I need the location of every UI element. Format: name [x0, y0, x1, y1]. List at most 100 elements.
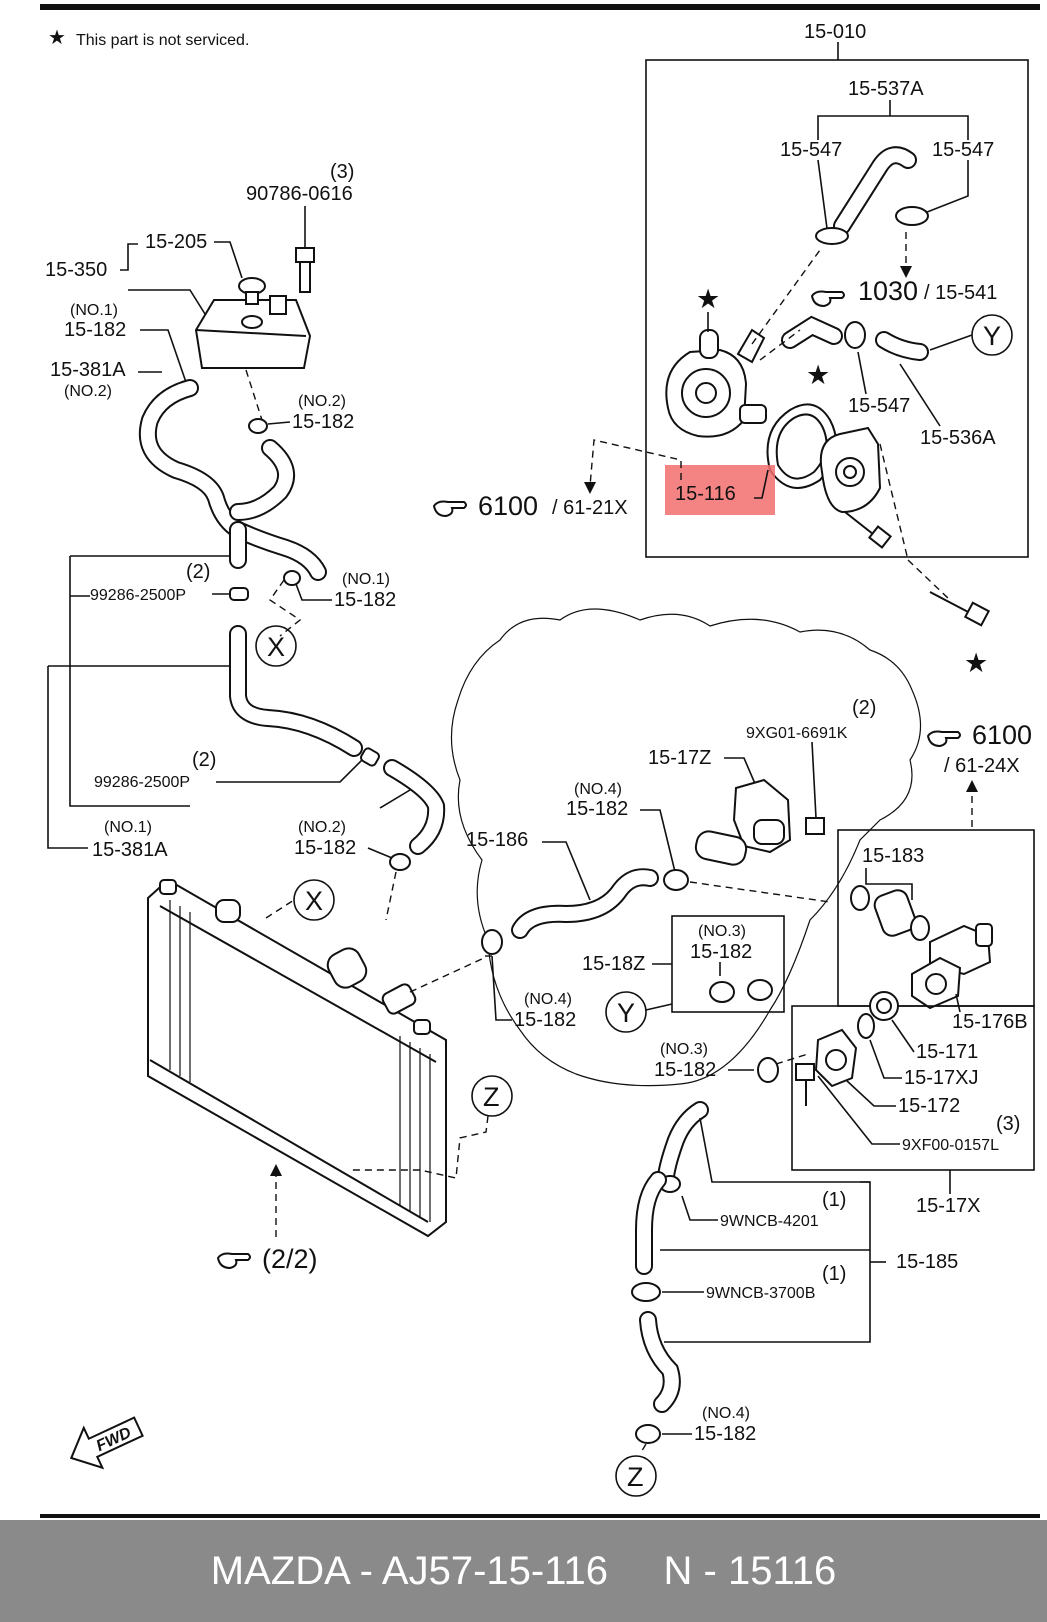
thermostat-housing-15-17Z [694, 778, 792, 866]
parts-diagram: ★ This part is not serviced. 15-010 15-5… [40, 4, 1040, 1518]
bolt-9xf00 [795, 1063, 815, 1081]
clamp-no3-a [709, 981, 735, 1003]
bolt-outer [929, 591, 973, 615]
clamp-no2-lower [389, 853, 411, 871]
label-no1-a: (NO.1) [70, 302, 118, 319]
label-15-536A: 15-536A [920, 427, 996, 449]
label-15-171: 15-171 [916, 1041, 978, 1063]
label-15-182-h: 15-182 [654, 1059, 716, 1081]
label-99286-2500P-b: 99286-2500P [94, 774, 190, 791]
fwd-arrow-icon: FWD [69, 1416, 144, 1470]
thermostat-15-171 [869, 991, 899, 1021]
label-15-182-c: 15-182 [334, 589, 396, 611]
callout-x-lower-text: X [305, 886, 323, 916]
label-15-010: 15-010 [804, 21, 866, 43]
label-15-176B: 15-176B [952, 1011, 1028, 1033]
bolt-90786 [295, 247, 315, 263]
label-15-182-b: 15-182 [292, 411, 354, 433]
thermostat-cover-15-172 [814, 1028, 858, 1088]
star-icon-pump: ★ [696, 284, 720, 314]
pointing-hand-icon-6100a [432, 500, 467, 518]
label-15-17X: 15-17X [916, 1195, 981, 1217]
label-no2-c: (NO.2) [298, 819, 346, 836]
label-15-182-i: 15-182 [694, 1423, 756, 1445]
engine-outline [450, 608, 922, 1087]
label-99286-2500P-a: 99286-2500P [90, 587, 186, 604]
label-15-18Z: 15-18Z [582, 953, 645, 975]
label-61-21X: / 61-21X [552, 497, 628, 519]
label-15-116: 15-116 [675, 483, 736, 505]
label-15-185: 15-185 [896, 1251, 958, 1273]
callout-z-radiator [471, 1075, 513, 1117]
label-90786-0616: 90786-0616 [246, 183, 353, 205]
hose-15-183 [873, 889, 917, 937]
star-icon-elbow: ★ [806, 360, 830, 390]
label-no1-b: (NO.1) [342, 571, 390, 588]
label-no2-b: (NO.2) [298, 393, 346, 410]
label-9WNCB-3700B: 9WNCB-3700B [706, 1285, 815, 1302]
label-15-186: 15-186 [466, 829, 528, 851]
label-1030: 1030 [858, 276, 918, 306]
callout-x-lower [293, 879, 335, 921]
pointing-hand-icon-22 [216, 1252, 251, 1270]
label-15-547-c: 15-547 [848, 395, 910, 417]
clamp-no4-g [481, 929, 503, 955]
label-9wncb3700-qty: (1) [822, 1263, 846, 1285]
label-15-205: 15-205 [145, 231, 207, 253]
star-icon-bolt: ★ [964, 648, 988, 678]
footer-bar: MAZDA - AJ57-15-116 N - 15116 [0, 1520, 1047, 1622]
label-9wncb4201-qty: (1) [822, 1189, 846, 1211]
note-text: This part is not serviced. [76, 32, 249, 49]
highlight-15-116 [665, 465, 775, 515]
clamp-no2-upper [248, 418, 268, 434]
label-no4-a: (NO.4) [574, 781, 622, 798]
clamp-99286-lower [360, 747, 380, 767]
label-no4-c: (NO.4) [702, 1405, 750, 1422]
label-15-182-g: 15-182 [514, 1009, 576, 1031]
callout-x-upper [255, 625, 297, 667]
label-no4-b: (NO.4) [524, 991, 572, 1008]
label-15-381A-top: 15-381A [50, 359, 126, 381]
clamp-no4-i [635, 1424, 661, 1444]
callout-z-radiator-text: Z [483, 1082, 500, 1112]
label-15-537A: 15-537A [848, 78, 924, 100]
callout-z-bottom-text: Z [627, 1462, 644, 1492]
callout-y-lower [605, 991, 647, 1033]
label-2-2: (2/2) [262, 1244, 318, 1274]
pointing-hand-icon-6100b [926, 730, 961, 748]
label-no2-a: (NO.2) [64, 383, 112, 400]
label-15-541: / 15-541 [924, 282, 997, 304]
water-pump-housing [665, 328, 767, 438]
label-15-17Z: 15-17Z [648, 747, 711, 769]
label-61-24X: / 61-24X [944, 755, 1020, 777]
label-6100-b: 6100 [972, 720, 1032, 750]
label-9xg01-qty: (2) [852, 697, 876, 719]
label-9xf00-qty: (3) [996, 1113, 1020, 1135]
label-15-182-e: 15-182 [566, 798, 628, 820]
label-15-547-a: 15-547 [780, 139, 842, 161]
pump-cover [819, 426, 882, 514]
top-border [40, 4, 1040, 10]
footer-part-number: MAZDA - AJ57-15-116 N - 15116 [210, 1548, 837, 1593]
callout-z-bottom [615, 1455, 657, 1497]
radiator [147, 878, 447, 1238]
note-star-icon: ★ [48, 27, 66, 49]
callout-y-lower-text: Y [617, 998, 635, 1028]
thermostat-cover-15-176B [911, 923, 993, 1010]
water-pump-box [645, 59, 1029, 558]
callout-x-upper-text: X [267, 632, 285, 662]
label-9WNCB-4201: 9WNCB-4201 [720, 1213, 819, 1230]
label-6100-a: 6100 [478, 491, 538, 521]
clamp-no1-upper [283, 570, 301, 586]
label-15-182-d: 15-182 [294, 837, 356, 859]
label-99286-qty-2: (2) [192, 749, 216, 771]
label-no3-b: (NO.3) [660, 1041, 708, 1058]
label-9XF00-0157L: 9XF00-0157L [902, 1137, 999, 1154]
pointing-hand-icon [810, 290, 845, 308]
callout-y-upper-text: Y [983, 321, 1001, 351]
label-9XG01-6691K: 9XG01-6691K [746, 725, 848, 742]
label-15-350: 15-350 [45, 259, 107, 281]
clamp-no3-h [757, 1057, 779, 1083]
thermostat-box-15-17X [791, 1005, 1035, 1171]
label-15-381A-bot: 15-381A [92, 839, 168, 861]
